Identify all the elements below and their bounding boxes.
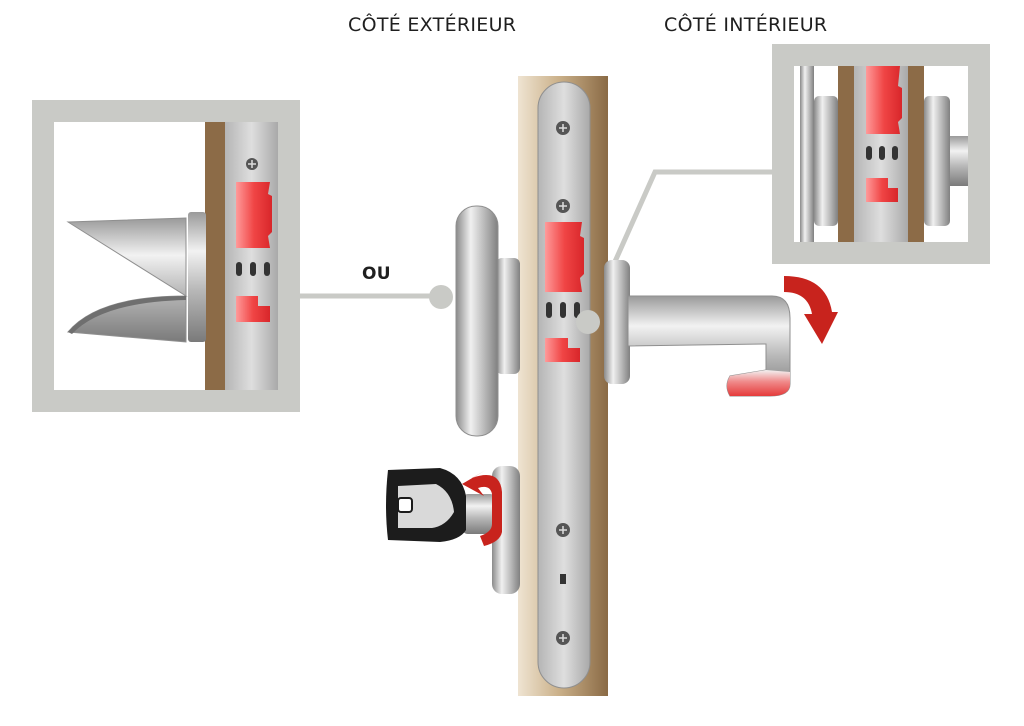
interior-lever-handle <box>604 260 838 397</box>
rotation-arrow-handle-icon <box>784 276 838 344</box>
latch-bolt <box>545 222 584 292</box>
connector-dot-right <box>576 310 600 334</box>
exterior-side-label: CÔTÉ EXTÉRIEUR <box>348 14 517 36</box>
door-edge <box>518 76 608 696</box>
interior-side-label: CÔTÉ INTÉRIEUR <box>664 14 828 36</box>
lever-tip <box>727 370 790 396</box>
exterior-pull-plate <box>455 205 520 437</box>
inset-door-wood <box>205 122 225 390</box>
deadbolt <box>236 296 270 322</box>
connector-dot-left <box>429 285 453 309</box>
interior-inset <box>772 44 990 264</box>
exterior-knob-inset <box>32 100 300 412</box>
or-label: OU <box>362 264 391 284</box>
lock-faceplate <box>537 81 591 689</box>
cylinder-key <box>386 466 520 594</box>
deadbolt <box>545 338 580 362</box>
rotation-arrow-key-icon <box>462 470 502 546</box>
latch-bolt <box>236 182 272 248</box>
